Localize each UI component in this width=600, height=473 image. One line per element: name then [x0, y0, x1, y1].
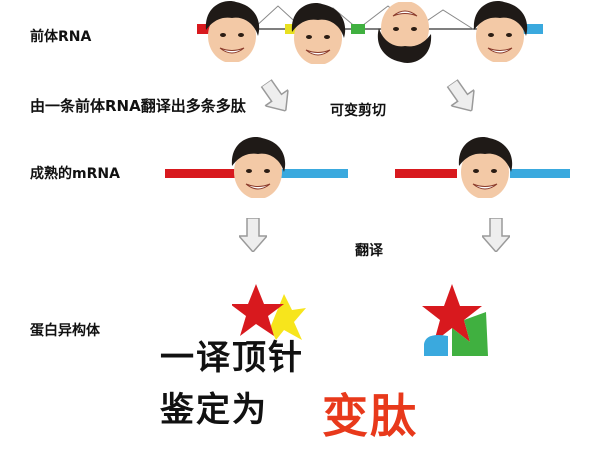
- label-mature-mrna: 成熟的mRNA: [30, 166, 120, 182]
- face-sticker-icon: [455, 136, 515, 198]
- face-sticker-rotated-icon: [375, 2, 435, 64]
- protein-isoform-star-icon: [418, 282, 492, 362]
- label-alternative-splicing: 可变剪切: [330, 103, 386, 119]
- caption-highlight: 变肽: [322, 389, 418, 443]
- exon-red-segment: [197, 24, 217, 34]
- face-sticker-icon: [288, 2, 348, 64]
- mature-mrna-right-blue-exon: [510, 169, 570, 178]
- down-arrow-icon: [440, 75, 484, 119]
- label-one-precursor-many-peptides: 由一条前体RNA翻译出多条多肽: [30, 97, 246, 115]
- face-sticker-icon: [202, 0, 262, 62]
- down-arrow-icon: [482, 218, 510, 252]
- down-arrow-icon: [254, 75, 298, 119]
- mature-mrna-left-blue-exon: [280, 169, 348, 178]
- exon-yellow-segment: [285, 24, 297, 34]
- mature-mrna-left-red-exon: [165, 169, 245, 178]
- caption-line1: 一译顶针: [160, 338, 304, 378]
- face-sticker-icon: [228, 136, 288, 198]
- mature-mrna-right-red-exon: [395, 169, 457, 178]
- protein-isoform-star-icon: [232, 280, 308, 344]
- caption-line2: 鉴定为: [160, 390, 268, 430]
- label-precursor-rna: 前体RNA: [30, 29, 92, 45]
- down-arrow-icon: [239, 218, 267, 252]
- label-translation: 翻译: [355, 243, 383, 259]
- label-protein-isoforms: 蛋白异构体: [30, 323, 100, 339]
- face-sticker-icon: [470, 0, 530, 62]
- exon-green-segment: [351, 24, 365, 34]
- precursor-rna-strand: [193, 0, 550, 60]
- exon-blue-segment: [513, 24, 543, 34]
